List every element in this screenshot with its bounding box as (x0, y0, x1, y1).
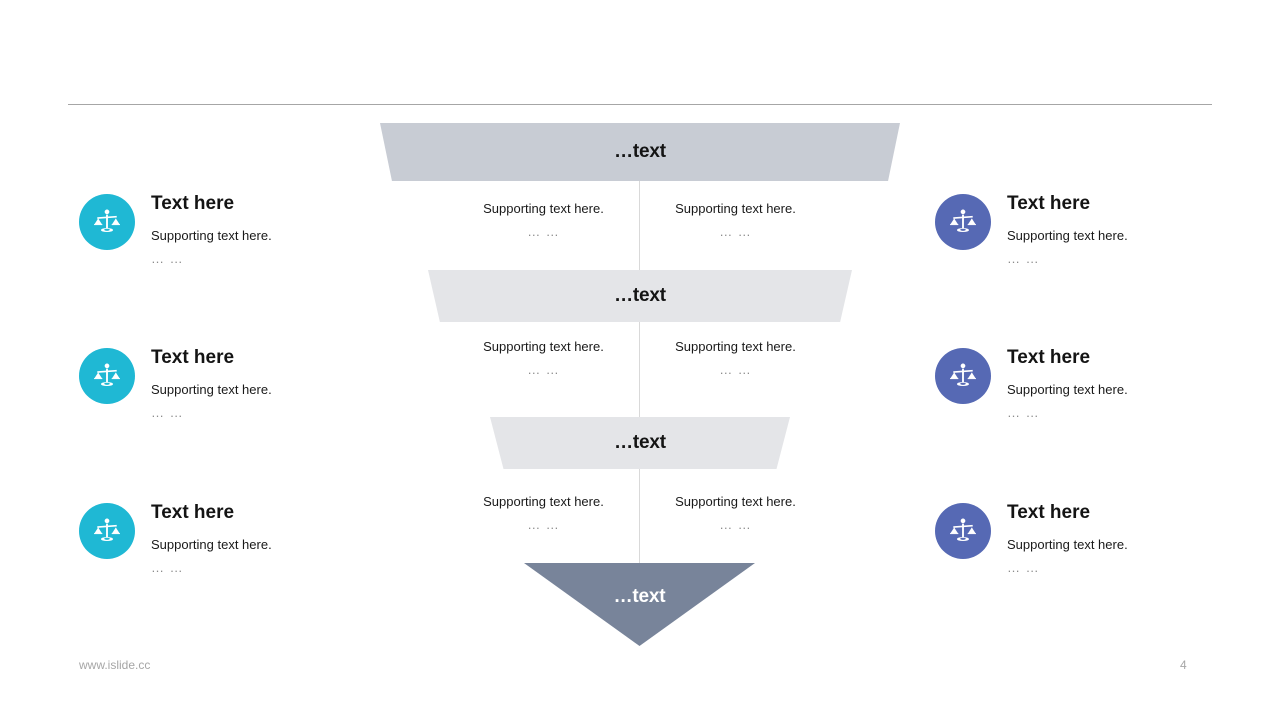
side-item-right-1-title: Text here (1007, 193, 1091, 214)
funnel-band-1-shape (380, 123, 900, 181)
side-item-left-3[interactable]: Text here Supporting text here. … … (79, 501, 369, 576)
side-item-right-1[interactable]: Text here Supporting text here. … … (935, 192, 1225, 267)
side-item-left-3-text: Text here Supporting text here. … … (151, 501, 272, 576)
side-item-left-3-title: Text here (151, 502, 235, 523)
justice-scales-icon (79, 503, 135, 559)
side-item-right-1-text: Text here Supporting text here. … … (1007, 192, 1128, 267)
side-item-left-2-sub: Supporting text here. (151, 382, 272, 397)
header-divider-rule (68, 104, 1212, 105)
side-item-right-2-text: Text here Supporting text here. … … (1007, 346, 1128, 421)
side-item-right-3-title: Text here (1007, 502, 1091, 523)
justice-scales-icon (935, 503, 991, 559)
side-item-left-2-title: Text here (151, 347, 235, 368)
center-support-6-dots: … … (719, 517, 752, 532)
side-item-left-3-dots: … … (151, 560, 184, 575)
side-item-left-2-dots: … … (151, 405, 184, 420)
center-support-5: Supporting text here. … … (451, 494, 636, 533)
justice-scales-icon (79, 348, 135, 404)
footer-url[interactable]: www.islide.cc (79, 658, 151, 672)
side-item-right-2-sub: Supporting text here. (1007, 382, 1128, 397)
funnel-band-2-shape (428, 270, 852, 322)
funnel-band-3-shape (490, 417, 790, 469)
justice-scales-icon (935, 194, 991, 250)
side-item-right-2-title: Text here (1007, 347, 1091, 368)
side-item-left-1-title: Text here (151, 193, 235, 214)
side-item-left-3-sub: Supporting text here. (151, 537, 272, 552)
funnel-band-2-label: …text (614, 285, 666, 306)
side-item-left-2-text: Text here Supporting text here. … … (151, 346, 272, 421)
side-item-left-1-sub: Supporting text here. (151, 228, 272, 243)
center-support-4-line: Supporting text here. (675, 339, 796, 354)
side-item-right-1-dots: … … (1007, 251, 1040, 266)
justice-scales-icon (79, 194, 135, 250)
center-support-6: Supporting text here. … … (643, 494, 828, 533)
center-support-2-line: Supporting text here. (675, 201, 796, 216)
center-support-5-dots: … … (527, 517, 560, 532)
center-vertical-divider (639, 152, 640, 570)
funnel-band-1-label: …text (614, 141, 666, 162)
side-item-right-3[interactable]: Text here Supporting text here. … … (935, 501, 1225, 576)
side-item-left-1[interactable]: Text here Supporting text here. … … (79, 192, 369, 267)
center-support-4-dots: … … (719, 362, 752, 377)
funnel-band-3-label: …text (614, 432, 666, 453)
center-support-1-line: Supporting text here. (483, 201, 604, 216)
justice-scales-icon (935, 348, 991, 404)
center-support-6-line: Supporting text here. (675, 494, 796, 509)
funnel-band-4-label: …text (613, 586, 666, 607)
side-item-right-3-sub: Supporting text here. (1007, 537, 1128, 552)
center-support-3-dots: … … (527, 362, 560, 377)
funnel-band-1[interactable]: …text (380, 123, 900, 181)
side-item-left-1-dots: … … (151, 251, 184, 266)
side-item-right-2-dots: … … (1007, 405, 1040, 420)
side-item-left-2[interactable]: Text here Supporting text here. … … (79, 346, 369, 421)
page-number: 4 (1180, 658, 1187, 672)
center-support-1: Supporting text here. … … (451, 201, 636, 240)
center-support-3: Supporting text here. … … (451, 339, 636, 378)
center-support-4: Supporting text here. … … (643, 339, 828, 378)
center-support-2-dots: … … (719, 224, 752, 239)
funnel-band-2[interactable]: …text (428, 270, 852, 322)
side-item-right-1-sub: Supporting text here. (1007, 228, 1128, 243)
center-support-5-line: Supporting text here. (483, 494, 604, 509)
center-support-2: Supporting text here. … … (643, 201, 828, 240)
side-item-left-1-text: Text here Supporting text here. … … (151, 192, 272, 267)
funnel-band-3[interactable]: …text (490, 417, 790, 469)
side-item-right-2[interactable]: Text here Supporting text here. … … (935, 346, 1225, 421)
center-support-1-dots: … … (527, 224, 560, 239)
center-support-3-line: Supporting text here. (483, 339, 604, 354)
side-item-right-3-dots: … … (1007, 560, 1040, 575)
side-item-right-3-text: Text here Supporting text here. … … (1007, 501, 1128, 576)
funnel-band-4-triangle[interactable]: …text (524, 563, 755, 646)
